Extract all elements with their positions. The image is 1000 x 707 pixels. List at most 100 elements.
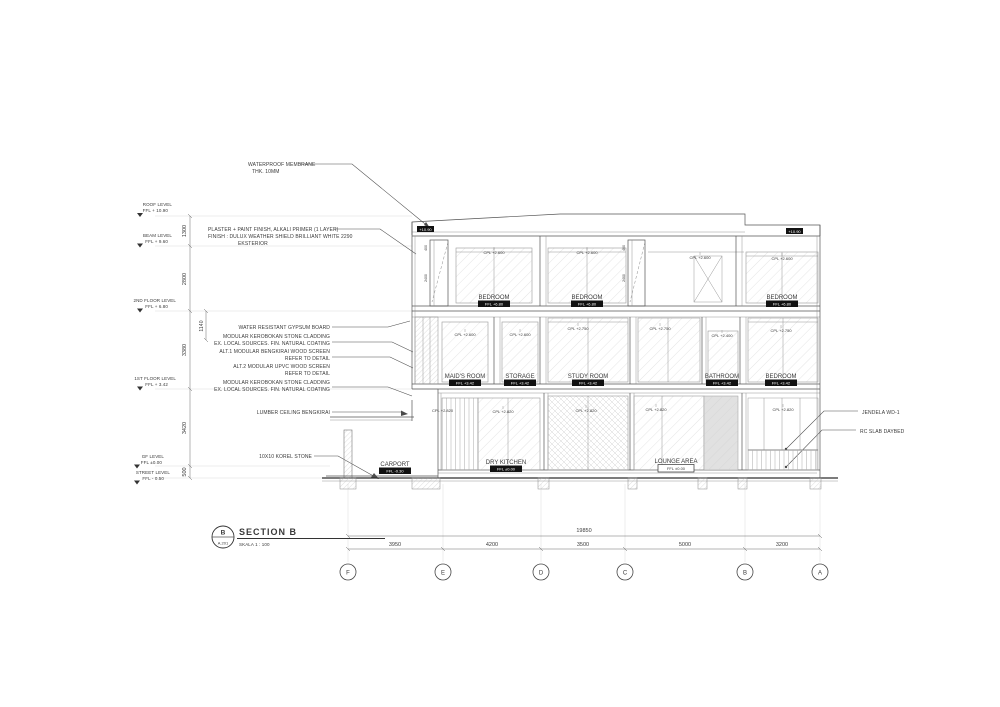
ffl-tag-f2-bed2-text: FFL +6.80 — [578, 302, 597, 307]
room-label-f1-bath: BATHROOM — [705, 374, 739, 380]
level-markers: ROOF LEVEL FFL + 10.90 BEAM LEVEL FFL + … — [133, 202, 176, 485]
level-ffl-beam: FFL + 9.60 — [145, 239, 168, 244]
bottom-dimensions: 19850 3950 4200 3500 5000 3200 — [345, 484, 823, 562]
cpl-f1-study: CPL +2.750 — [567, 326, 589, 331]
hdim-s4: 5000 — [679, 542, 691, 548]
note-stone1-line1: MODULAR KEROBOKAN STONE CLADDING — [223, 334, 330, 340]
ffl-tag-f1-bed — [765, 379, 797, 386]
level-label-beam: BEAM LEVEL — [143, 233, 172, 238]
level-ffl-street: FFL - 0.50 — [142, 476, 164, 481]
door-dim-top-right: 400 — [622, 245, 626, 251]
level-ffl-gf: FFL ±0.00 — [141, 460, 163, 465]
grid-bubble-f — [339, 563, 357, 581]
grid-letter-c: C — [623, 571, 628, 577]
level-triangle-roof — [137, 213, 143, 217]
ffl-tag-f1-maid-text: FFL +3.42 — [456, 381, 475, 386]
room-label-gf-kitchen: DRY KITCHEN — [486, 460, 526, 466]
section-title-sheet: A.201 — [218, 541, 229, 546]
level-triangle-floor2 — [137, 308, 143, 313]
section-title-block: B A.201 SECTION B SKALA 1 : 100 — [211, 525, 385, 549]
ffl-tag-f1-study-text: FFL +3.42 — [579, 381, 598, 386]
grid-bubble-c — [616, 563, 634, 581]
cpl-f2-bed3: CPL +2.600 — [771, 256, 793, 261]
level-label-street: STREET LEVEL — [136, 470, 171, 475]
cpl-f1-hall: CPL +2.750 — [649, 326, 671, 331]
ffl-tag-gf-kitchen — [490, 465, 522, 472]
cpl-gf-daybed: CPL +2.820 — [772, 407, 794, 412]
cpl-f2-bed2: CPL +2.600 — [576, 250, 598, 255]
note-refer1: REFER TO DETAIL — [285, 356, 330, 362]
ffl-tag-f2-bed1 — [478, 300, 510, 307]
vdim-500: 500 — [182, 467, 188, 476]
level-triangle-gf — [134, 464, 140, 469]
section-title-code: B — [221, 530, 226, 537]
grid-letter-b: B — [743, 571, 747, 577]
grid-bubble-e — [434, 563, 452, 581]
ffl-tag-f2-bed3-text: FFL +6.80 — [773, 302, 792, 307]
note-jendela: JENDELA WD-1 — [862, 410, 900, 416]
ffl-tag-f1-bed-text: FFL +3.42 — [772, 381, 791, 386]
section-title-scale: SKALA 1 : 100 — [239, 542, 270, 547]
room-label-f2-bed1: BEDROOM — [478, 295, 509, 301]
note-alt1: ALT.1 MODULAR BENGKIRAI WOOD SCREEN — [219, 349, 330, 355]
second-floor: 400 2400 400 2400 — [424, 236, 819, 307]
ffl-tag-gf-carport — [379, 467, 411, 474]
hdim-s5: 3200 — [776, 542, 788, 548]
roof-elevation-value-right: +10.90 — [788, 229, 801, 234]
grid-bubble-b — [736, 563, 754, 581]
door-dim-top-left: 400 — [424, 245, 428, 251]
level-label-floor2: 2ND FLOOR LEVEL — [133, 298, 176, 303]
hdim-s1: 3950 — [389, 542, 401, 548]
level-label-gf: GF LEVEL — [142, 454, 165, 459]
room-label-gf-carport: CARPORT — [380, 462, 410, 468]
level-label-roof: ROOF LEVEL — [143, 202, 173, 207]
room-label-gf-lounge: LOUNGE AREA — [654, 459, 697, 465]
level-label-floor1: 1ST FLOOR LEVEL — [134, 376, 176, 381]
note-rc-slab-daybed: RC SLAB DAYBED — [860, 429, 905, 435]
note-waterproof-line2: THK. 10MM — [252, 169, 280, 175]
grid-bubble-d — [532, 563, 550, 581]
level-extension-lines — [150, 215, 438, 479]
ffl-tag-f1-storage — [504, 379, 536, 386]
grid-letter-a: A — [818, 571, 822, 577]
note-stone1-line2: EX. LOCAL SOURCES. FIN. NATURAL COATING — [214, 341, 330, 347]
ffl-tag-f1-bath — [706, 379, 738, 386]
leader-arrow-lumber — [401, 410, 408, 416]
roof-elevation-tag-right — [786, 228, 803, 234]
room-label-f2-bed3: BEDROOM — [766, 295, 797, 301]
ffl-tag-f1-maid — [449, 379, 481, 386]
room-label-f1-storage: STORAGE — [505, 374, 534, 380]
hdim-overall: 19850 — [576, 528, 591, 534]
cpl-gf-mid: CPL +2.820 — [575, 408, 597, 413]
ffl-tag-f2-bed1-text: FFL +6.80 — [485, 302, 504, 307]
ffl-tag-f1-storage-text: FFL +3.42 — [511, 381, 530, 386]
level-ffl-floor2: FFL + 6.80 — [145, 304, 168, 309]
roof-elevation-value-left: +10.90 — [419, 227, 432, 232]
vdim-1300: 1300 — [182, 225, 188, 237]
ffl-tag-gf-lounge — [657, 464, 695, 473]
cpl-f1-storage: CPL +2.600 — [509, 332, 531, 337]
hdim-s3: 3500 — [577, 542, 589, 548]
cpl-f1-maid: CPL +2.600 — [454, 332, 476, 337]
ffl-tag-f1-bath-text: FFL +3.42 — [713, 381, 732, 386]
level-triangle-street — [134, 480, 140, 485]
ffl-tag-gf-lounge-text: FFL ±0.00 — [667, 466, 686, 471]
cpl-f2-bed1: CPL +2.600 — [483, 250, 505, 255]
note-korel-stone: 10X10 KOREL STONE — [259, 454, 312, 460]
note-lumber-ceiling: LUMBER CEILING BENGKIRAI — [257, 410, 330, 416]
ground-floor — [326, 393, 819, 479]
grid-bubbles: F E D C B A — [339, 563, 829, 581]
ffl-tag-gf-carport-text: FFL -0.30 — [386, 469, 404, 474]
grid-letter-d: D — [539, 571, 544, 577]
note-gypsum: WATER RESISTANT GYPSUM BOARD — [238, 325, 330, 331]
room-label-f1-bed: BEDROOM — [765, 374, 796, 380]
cpl-gf-kitchen: CPL +2.820 — [492, 409, 514, 414]
room-label-f1-study: STUDY ROOM — [568, 374, 609, 380]
grid-bubble-a — [811, 563, 829, 581]
level-ffl-floor1: FFL + 3.42 — [145, 382, 168, 387]
ffl-tag-f2-bed3 — [766, 300, 798, 307]
level-ffl-roof: FFL + 10.90 — [143, 208, 169, 213]
vdim-2800: 2800 — [182, 273, 188, 285]
note-alt2: ALT.2 MODULAR UPVC WOOD SCREEN — [233, 364, 330, 370]
